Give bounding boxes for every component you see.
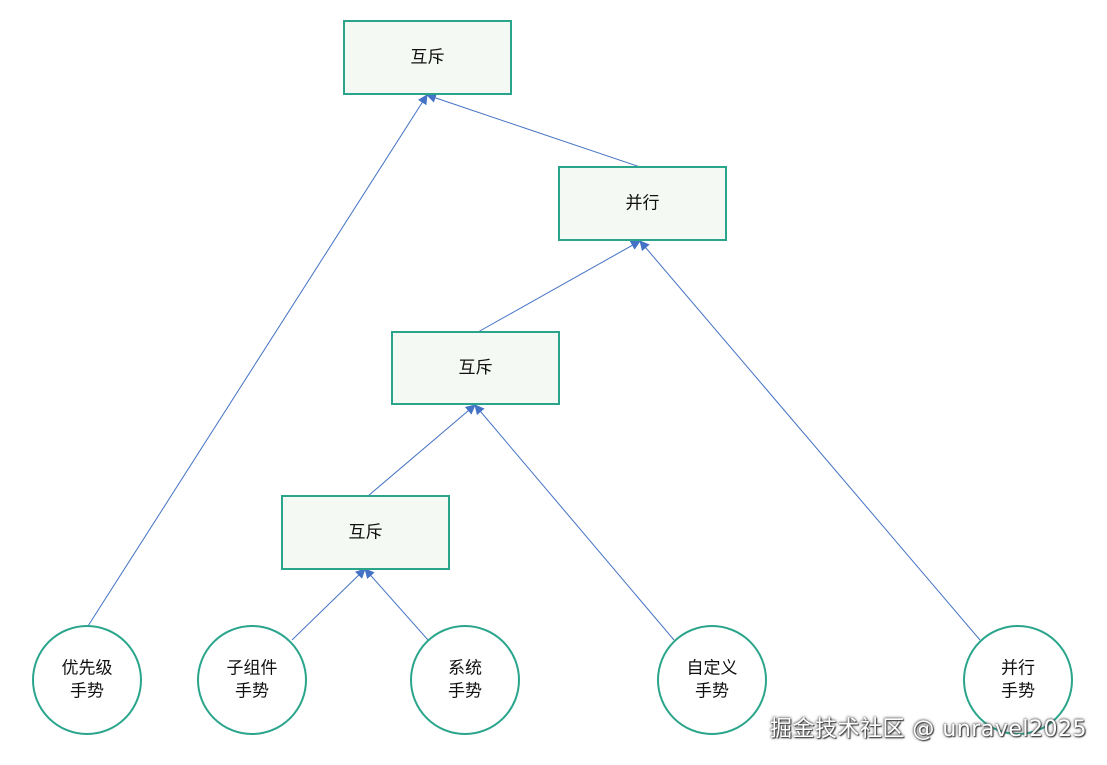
node-box-mid-exclusive <box>391 331 560 405</box>
edge-parallel-to-root-exclusive <box>426 93 641 168</box>
node-label-system-gesture-1: 手势 <box>448 682 482 702</box>
edges <box>87 93 981 641</box>
node-label-custom-gesture-1: 手势 <box>695 682 729 702</box>
node-label-parallel-gesture-0: 并行 <box>1001 659 1035 679</box>
node-label-low-exclusive-0: 互斥 <box>349 523 383 543</box>
node-circle-custom-gesture <box>657 625 767 735</box>
edge-child-gesture-to-low-exclusive <box>291 568 366 641</box>
node-root-exclusive: 互斥 <box>343 20 512 95</box>
node-box-parallel <box>558 166 727 241</box>
node-label-parallel-0: 并行 <box>626 194 660 214</box>
edge-system-gesture-to-low-exclusive <box>364 568 429 641</box>
node-mid-exclusive: 互斥 <box>391 331 560 405</box>
node-label-priority-gesture-1: 手势 <box>70 682 104 702</box>
node-box-root-exclusive <box>343 20 512 95</box>
node-circle-parallel-gesture <box>963 625 1073 735</box>
node-label-custom-gesture-0: 自定义 <box>687 659 738 679</box>
node-circle-system-gesture <box>410 625 520 735</box>
node-label-child-gesture-1: 手势 <box>235 682 269 702</box>
edge-mid-exclusive-to-parallel <box>477 240 641 333</box>
node-box-low-exclusive <box>281 495 450 570</box>
node-circle-priority-gesture <box>32 625 142 735</box>
node-label-root-exclusive-0: 互斥 <box>411 48 445 68</box>
watermark: 掘金技术社区 @ unravel2025 <box>769 717 1087 742</box>
node-parallel: 并行 <box>558 166 727 241</box>
edge-priority-gesture-to-root-exclusive <box>87 94 428 627</box>
node-circle-child-gesture <box>197 625 307 735</box>
edge-custom-gesture-to-mid-exclusive <box>474 404 675 641</box>
node-label-priority-gesture-0: 优先级 <box>62 659 113 679</box>
node-label-system-gesture-0: 系统 <box>448 659 482 679</box>
node-label-parallel-gesture-1: 手势 <box>1001 682 1035 702</box>
node-label-mid-exclusive-0: 互斥 <box>459 358 493 378</box>
node-low-exclusive: 互斥 <box>281 495 450 570</box>
edge-low-exclusive-to-mid-exclusive <box>367 404 476 497</box>
node-label-child-gesture-0: 子组件 <box>227 659 278 679</box>
edge-parallel-gesture-to-parallel <box>639 240 981 641</box>
